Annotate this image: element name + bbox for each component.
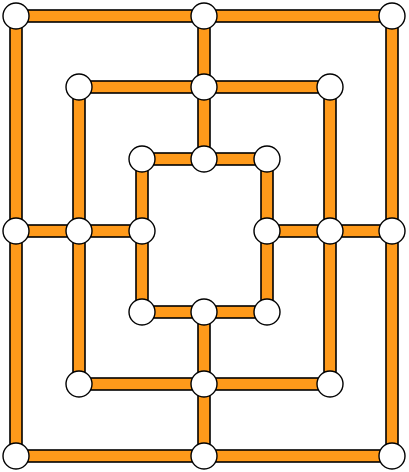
point-inner-top[interactable] <box>190 145 218 173</box>
point-inner-bottom-left[interactable] <box>128 298 156 326</box>
point-inner-top-right[interactable] <box>253 145 281 173</box>
point-inner-right[interactable] <box>253 217 281 245</box>
point-outer-top[interactable] <box>190 2 218 30</box>
point-middle-bottom-left[interactable] <box>65 370 93 398</box>
point-middle-right[interactable] <box>316 217 344 245</box>
point-inner-bottom[interactable] <box>190 298 218 326</box>
point-inner-top-left[interactable] <box>128 145 156 173</box>
point-outer-top-right[interactable] <box>378 2 406 30</box>
point-middle-bottom-right[interactable] <box>316 370 344 398</box>
point-outer-bottom[interactable] <box>190 442 218 470</box>
point-middle-top[interactable] <box>190 73 218 101</box>
point-middle-left[interactable] <box>65 217 93 245</box>
point-inner-bottom-right[interactable] <box>253 298 281 326</box>
point-middle-bottom[interactable] <box>190 370 218 398</box>
point-outer-right[interactable] <box>378 217 406 245</box>
point-middle-top-left[interactable] <box>65 73 93 101</box>
point-inner-left[interactable] <box>128 217 156 245</box>
point-outer-bottom-left[interactable] <box>2 442 30 470</box>
point-outer-left[interactable] <box>2 217 30 245</box>
board-points <box>2 2 406 470</box>
point-outer-bottom-right[interactable] <box>378 442 406 470</box>
point-outer-top-left[interactable] <box>2 2 30 30</box>
point-middle-top-right[interactable] <box>316 73 344 101</box>
